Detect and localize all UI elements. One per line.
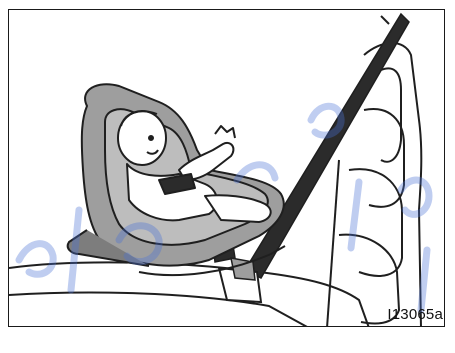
shoulder-belt [245, 14, 409, 278]
seat-cushion-top [9, 262, 369, 327]
vehicle-seat-belt [207, 14, 409, 302]
seat-seam [327, 160, 339, 327]
child-hand [215, 126, 235, 138]
child-eye [149, 136, 153, 140]
illustration-frame: I13065a [8, 9, 445, 327]
infant-seat-illustration [9, 10, 445, 327]
belt-edge-line [381, 16, 389, 24]
figure-code: I13065a [387, 306, 443, 323]
seat-cushion-front [9, 293, 309, 327]
